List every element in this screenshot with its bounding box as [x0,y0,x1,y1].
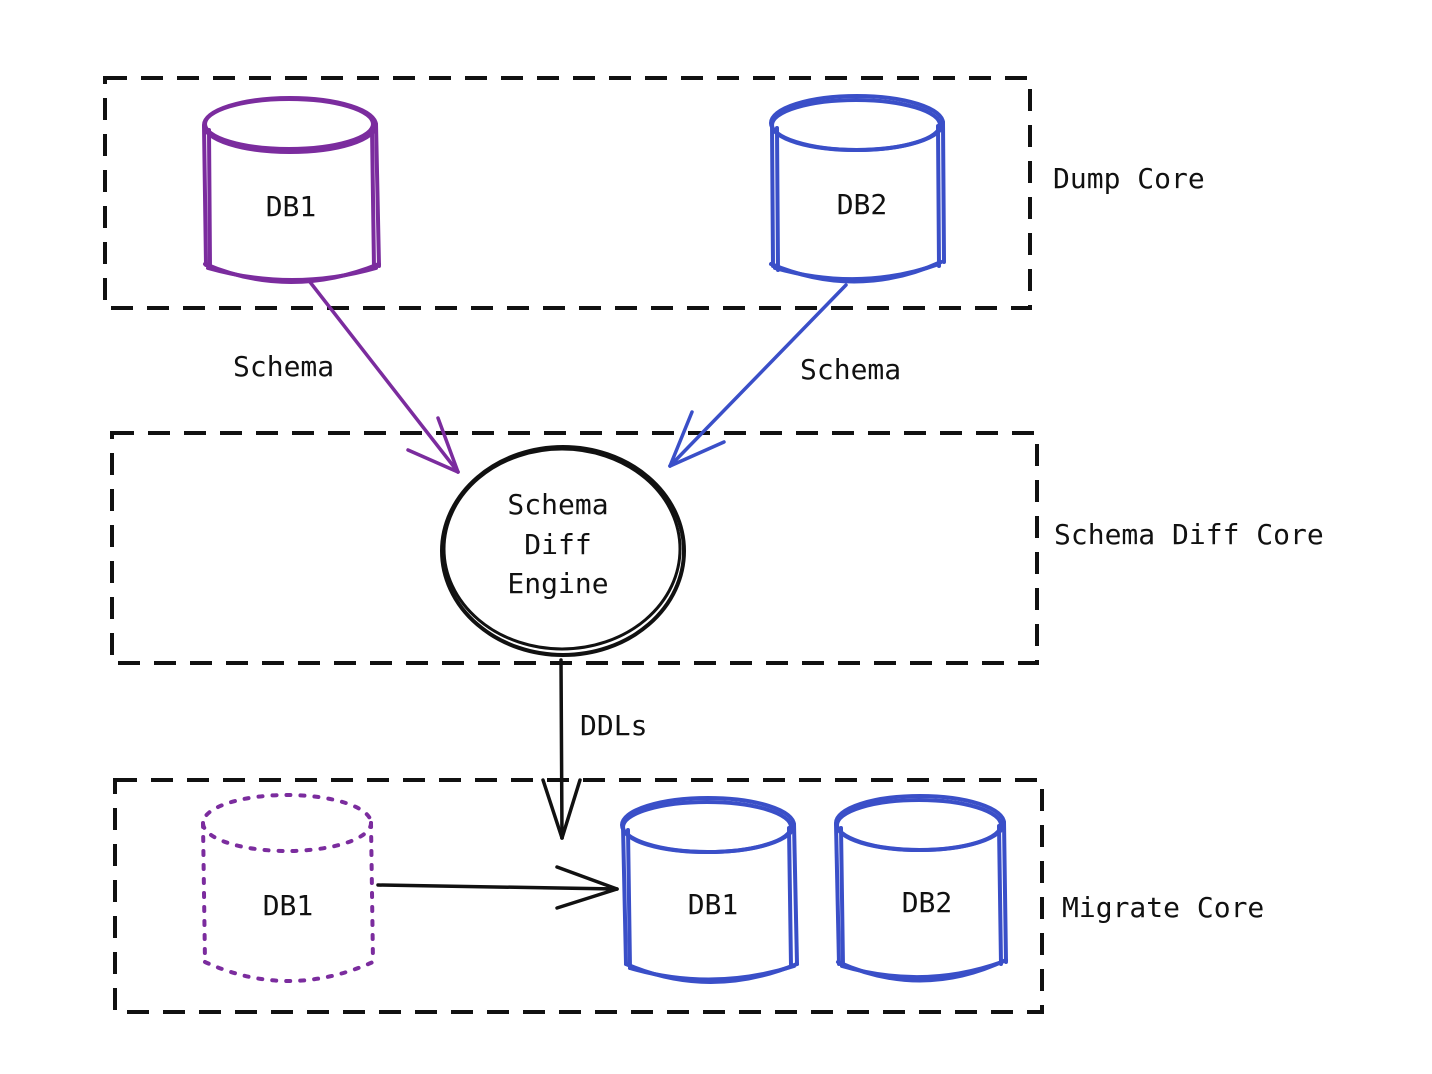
dump-db1-cylinder [202,96,381,284]
dump-db2-label: DB2 [837,188,888,221]
dump-core-label: Dump Core [1053,162,1205,195]
migrate-db2-label: DB2 [902,886,953,919]
migrate-db1-ghost-cylinder [201,793,375,983]
dump-db1-label: DB1 [266,190,317,223]
ddls-arrow [541,658,582,840]
migrate-db1-ghost-label: DB1 [263,889,314,922]
migrate-db1-label: DB1 [688,888,739,921]
right-schema-label: Schema [800,353,901,386]
migrate-core-box [113,778,1044,1014]
schema-diff-core-label: Schema Diff Core [1054,518,1324,551]
engine-label-line1: Schema [507,488,608,521]
db2-to-engine-arrow [668,283,848,468]
ddls-label: DDLs [580,709,647,742]
ghost-to-db1-arrow [376,865,619,910]
engine-label-line3: Engine [507,567,608,600]
dump-db2-cylinder [769,94,946,284]
engine-label-line2: Diff [524,528,591,561]
migrate-db2-cylinder [834,794,1008,983]
db1-to-engine-arrow [308,280,460,474]
schema-diff-engine-circle [440,445,686,657]
migrate-core-label: Migrate Core [1062,891,1264,924]
left-schema-label: Schema [233,350,334,383]
migrate-db1-cylinder [620,796,799,984]
